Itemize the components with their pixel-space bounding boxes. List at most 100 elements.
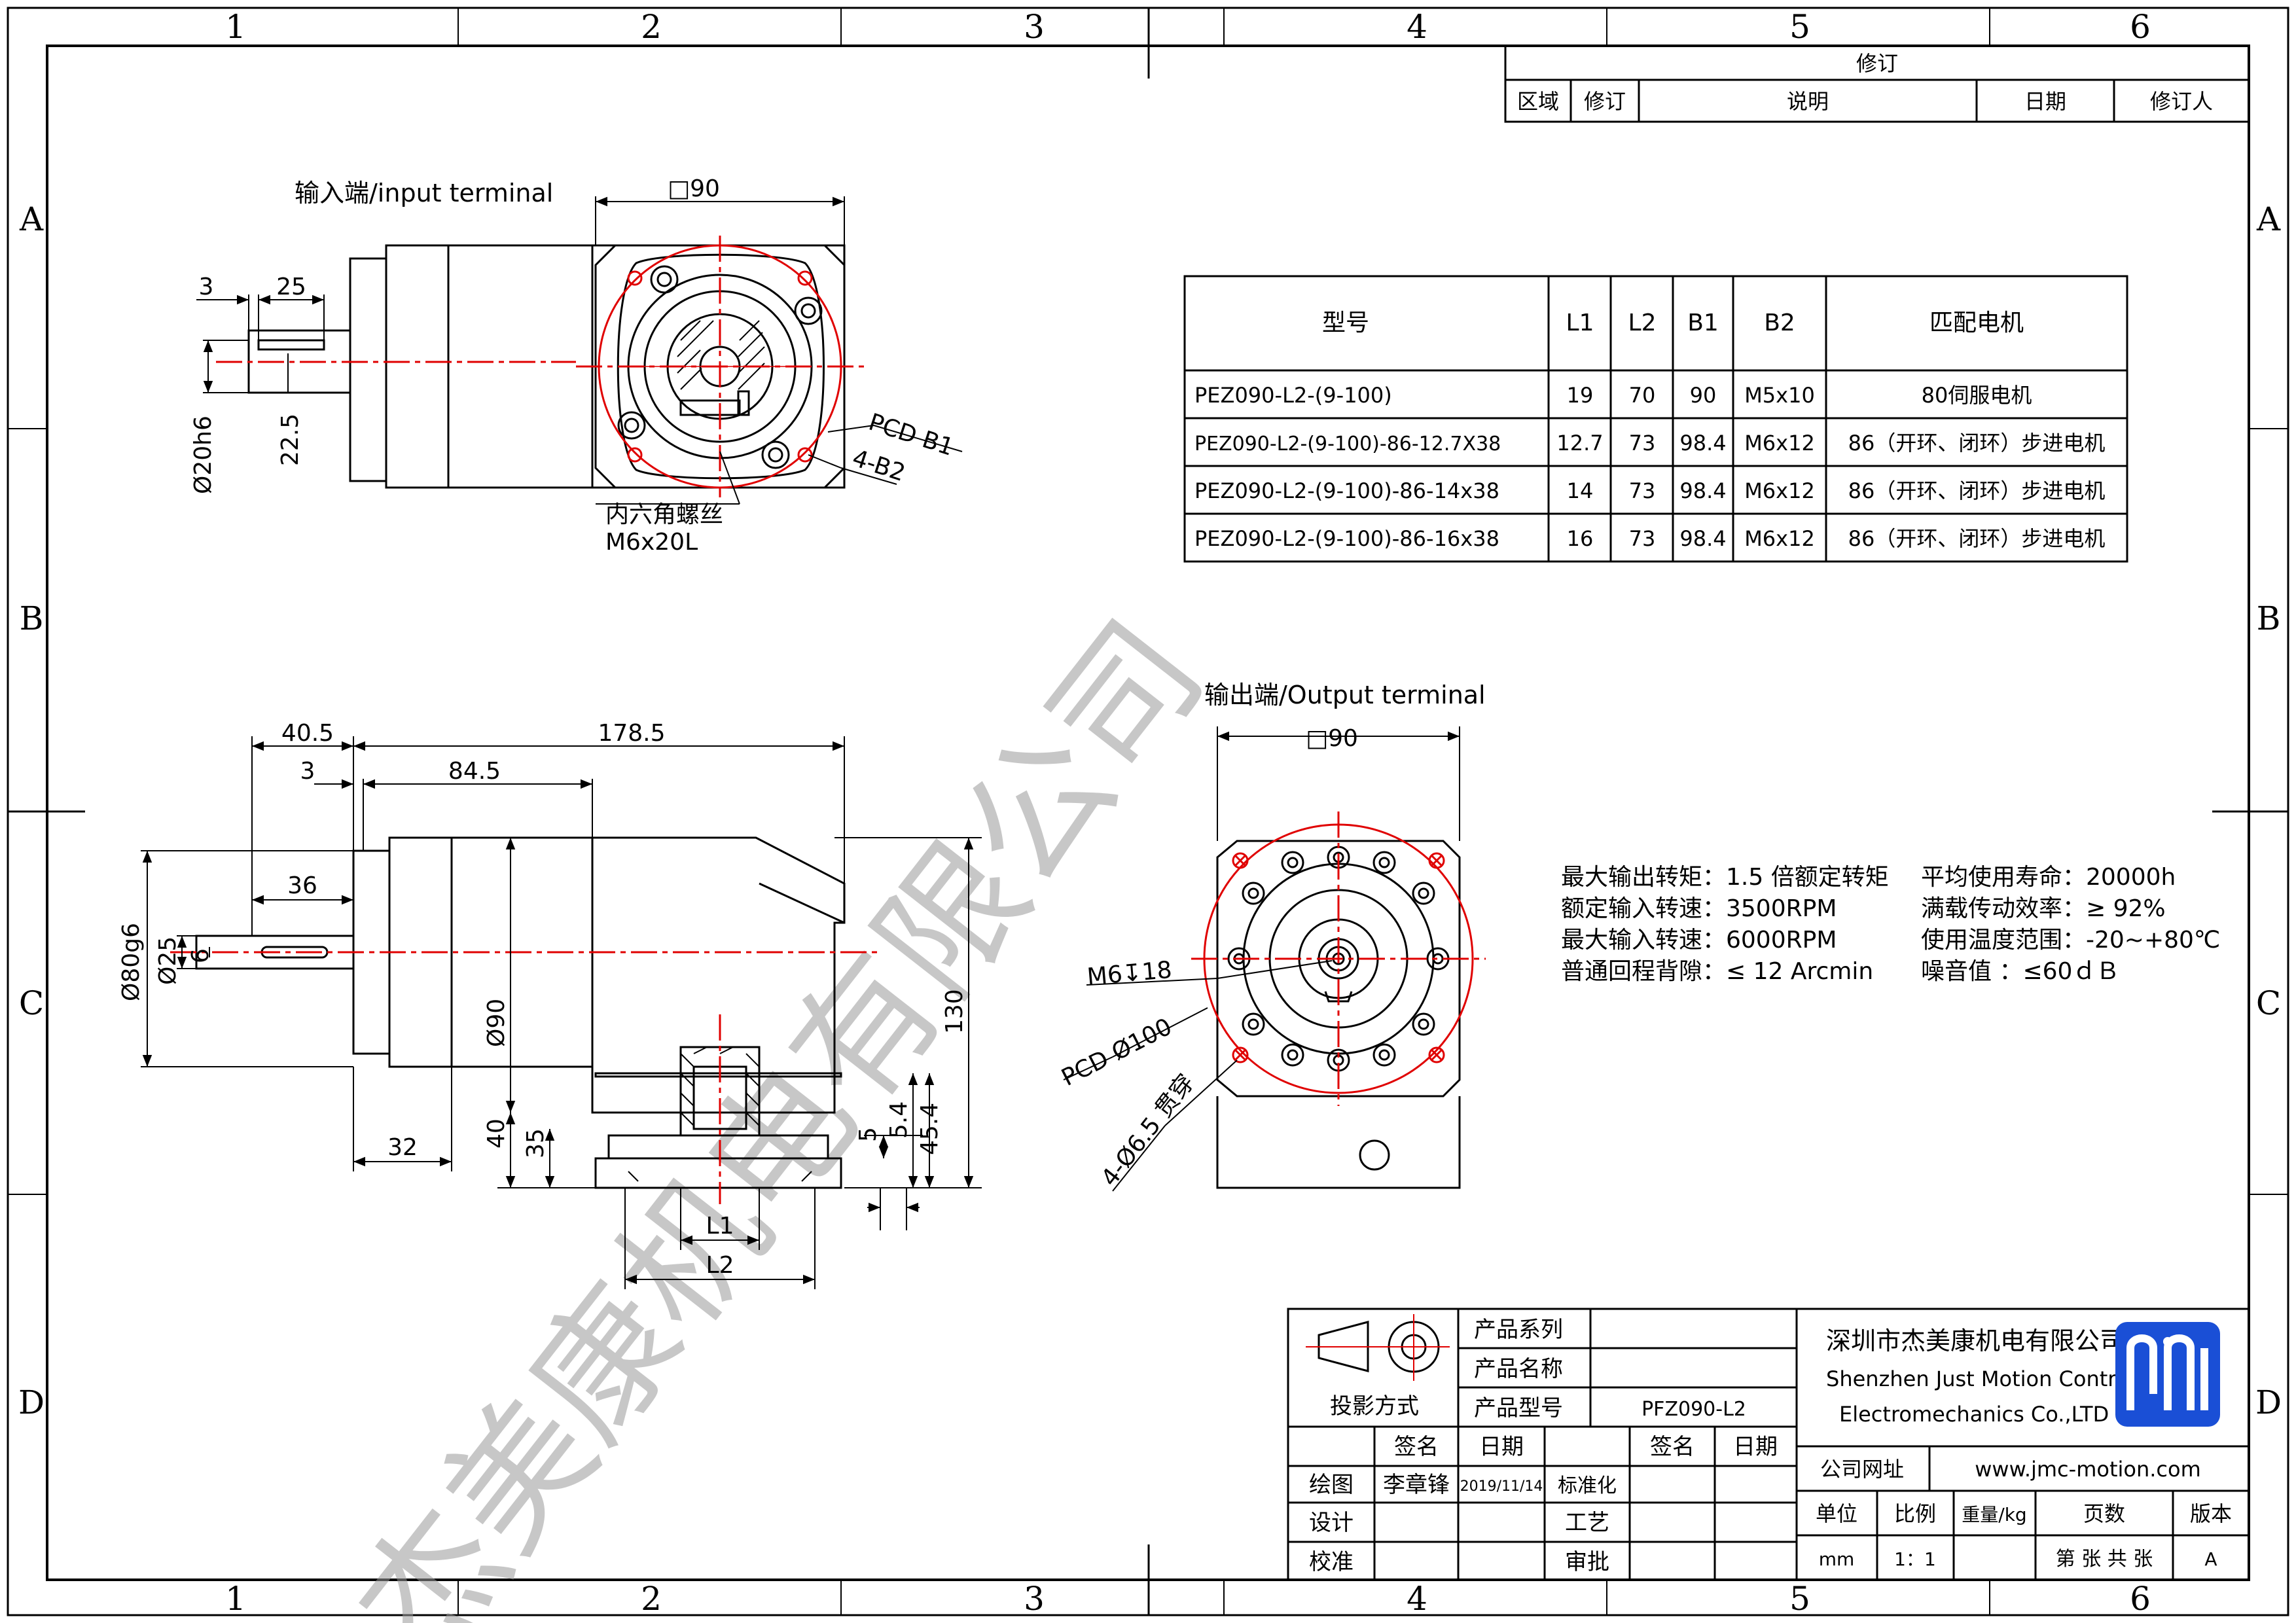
input-d20h6-dim: Ø20h6 [190, 416, 217, 494]
sign-header: 签名 [1394, 1434, 1439, 1460]
date-header: 日期 [1479, 1434, 1524, 1460]
row-label-a: A [19, 200, 44, 238]
table-cell: 73 [1629, 431, 1656, 455]
row-label-d: D [18, 1383, 45, 1421]
col-label-5: 5 [1789, 8, 1810, 46]
revision-header-area: 区域 [1517, 89, 1559, 114]
table-cell: PEZ090-L2-(9-100)-86-16x38 [1194, 526, 1499, 551]
table-cell: 80伺服电机 [1922, 383, 2032, 408]
standard-label: 标准化 [1558, 1474, 1617, 1497]
table-cell: 14 [1567, 478, 1594, 503]
output-terminal-label: 输出端/Output terminal [1204, 681, 1486, 709]
spec-note: 最大输出转矩：1.5 倍额定转矩 [1561, 864, 1889, 891]
table-cell: 73 [1629, 478, 1656, 503]
website-label: 公司网址 [1820, 1457, 1904, 1482]
company-name-en-1: Shenzhen Just Motion Control [1826, 1366, 2134, 1391]
website-value: www.jmc-motion.com [1975, 1457, 2201, 1482]
spec-header-B1: B1 [1687, 310, 1719, 336]
table-cell: 73 [1629, 526, 1656, 551]
table-cell: 98.4 [1679, 478, 1726, 503]
drawer-name: 李章锋 [1383, 1472, 1450, 1498]
scale-value: 1：1 [1894, 1548, 1936, 1570]
side-3-dim: 3 [300, 758, 315, 785]
spec-row-2: PEZ090-L2-(9-100)-86-12.7X38 12.7 73 98.… [1194, 431, 2105, 455]
projection-label: 投影方式 [1330, 1393, 1419, 1419]
spec-header-B2: B2 [1764, 310, 1795, 336]
draw-date: 2019/11/14 [1460, 1478, 1543, 1495]
spec-note: 使用温度范围：-20~+80℃ [1921, 927, 2220, 954]
col-label-6: 6 [2130, 8, 2151, 46]
pages-value: 第 张 共 张 [2056, 1548, 2153, 1571]
col-label-4-bottom: 4 [1407, 1580, 1427, 1618]
table-cell: PEZ090-L2-(9-100)-86-12.7X38 [1194, 433, 1501, 455]
table-cell: M6x12 [1744, 431, 1815, 455]
side-d25-dim: Ø25 [154, 936, 181, 985]
table-cell: 19 [1567, 383, 1594, 408]
input-screw-spec: M6x20L [605, 529, 698, 556]
spec-header-model: 型号 [1322, 310, 1369, 336]
table-cell: 90 [1690, 383, 1717, 408]
pages-label: 页数 [2083, 1501, 2125, 1526]
col-label-2: 2 [641, 8, 662, 46]
input-holes-dim: 4-B2 [849, 445, 908, 487]
row-label-b-right: B [2257, 599, 2281, 637]
side-178-5-dim: 178.5 [598, 720, 665, 747]
input-25-dim: 25 [276, 274, 306, 300]
spec-row-4: PEZ090-L2-(9-100)-86-16x38 16 73 98.4 M6… [1194, 526, 2105, 551]
check-label: 校准 [1309, 1549, 1354, 1575]
side-40-dim: 40 [483, 1118, 510, 1149]
spec-note: 平均使用寿命：20000h [1921, 864, 2176, 891]
company-name-cn: 深圳市杰美康机电有限公司 [1826, 1327, 2125, 1355]
col-label-5-bottom: 5 [1789, 1580, 1810, 1618]
spec-row-1: PEZ090-L2-(9-100) 19 70 90 M5x10 80伺服电机 [1194, 383, 2032, 408]
table-cell: PEZ090-L2-(9-100)-86-14x38 [1194, 478, 1499, 503]
side-5-4-dim: 5.4 [886, 1101, 912, 1139]
version-value: A [2204, 1548, 2217, 1570]
input-end-view: 输入端/input terminal [190, 175, 963, 556]
company-logo [2115, 1322, 2220, 1427]
revision-header-rev: 修订 [1584, 89, 1626, 114]
row-label-b: B [20, 599, 44, 637]
frame-labels: 1 2 3 4 5 6 1 2 3 4 5 6 A B C D A B C D [18, 8, 2282, 1618]
title-block: 投影方式 产品系列 产品名称 产品型号 PFZ090-L2 签名 日期 签名 日… [1287, 1308, 2250, 1581]
side-d80g6-dim: Ø80g6 [118, 923, 145, 1001]
spec-row-3: PEZ090-L2-(9-100)-86-14x38 14 73 98.4 M6… [1194, 478, 2105, 503]
spec-table: 型号 L1 L2 B1 B2 匹配电机 PEZ090-L2-(9-100) 19… [1183, 275, 2128, 563]
table-cell: M6x12 [1744, 478, 1815, 503]
version-label: 版本 [2190, 1501, 2232, 1526]
input-terminal-label: 输入端/input terminal [295, 179, 553, 207]
output-pcd-dim: PCD Ø100 [1057, 1013, 1176, 1092]
col-label-4: 4 [1407, 8, 1427, 46]
side-130-dim: 130 [941, 989, 968, 1034]
table-cell: M5x10 [1744, 383, 1815, 408]
col-label-1: 1 [225, 8, 246, 46]
side-d90-dim: Ø90 [483, 999, 510, 1047]
spec-note: 噪音值 ：≤60ｄＢ [1921, 958, 2119, 985]
output-m6-dim: M6↧18 [1086, 957, 1173, 991]
side-L1-dim: L1 [706, 1213, 734, 1240]
spec-note: 最大输入转速：6000RPM [1561, 927, 1837, 954]
input-22-5-dim: 22.5 [277, 414, 304, 466]
col-label-2-bottom: 2 [641, 1580, 662, 1618]
revision-header-desc: 说明 [1787, 89, 1829, 114]
table-cell: 12.7 [1556, 431, 1603, 455]
company-name-en-2: Electromechanics Co.,LTD [1839, 1402, 2109, 1427]
draw-label: 绘图 [1309, 1472, 1354, 1498]
side-32-dim: 32 [387, 1134, 418, 1161]
table-cell: 86（开环、闭环）步进电机 [1848, 431, 2106, 455]
row-label-c: C [19, 984, 44, 1022]
col-label-3-bottom: 3 [1024, 1580, 1045, 1618]
approve-label: 审批 [1565, 1549, 1609, 1575]
design-label: 设计 [1309, 1510, 1354, 1536]
side-45-4-dim: 45.4 [916, 1103, 943, 1155]
table-cell: 86（开环、闭环）步进电机 [1848, 478, 2106, 503]
side-36-dim: 36 [287, 872, 317, 899]
unit-label: 单位 [1816, 1501, 1857, 1526]
spec-note: 额定输入转速：3500RPM [1561, 895, 1837, 922]
table-cell: M6x12 [1744, 526, 1815, 551]
table-cell: 70 [1629, 383, 1656, 408]
spec-note: 满载传动效率：≥ 92% [1921, 895, 2166, 922]
table-cell: 16 [1567, 526, 1594, 551]
row-label-d-right: D [2255, 1383, 2282, 1421]
